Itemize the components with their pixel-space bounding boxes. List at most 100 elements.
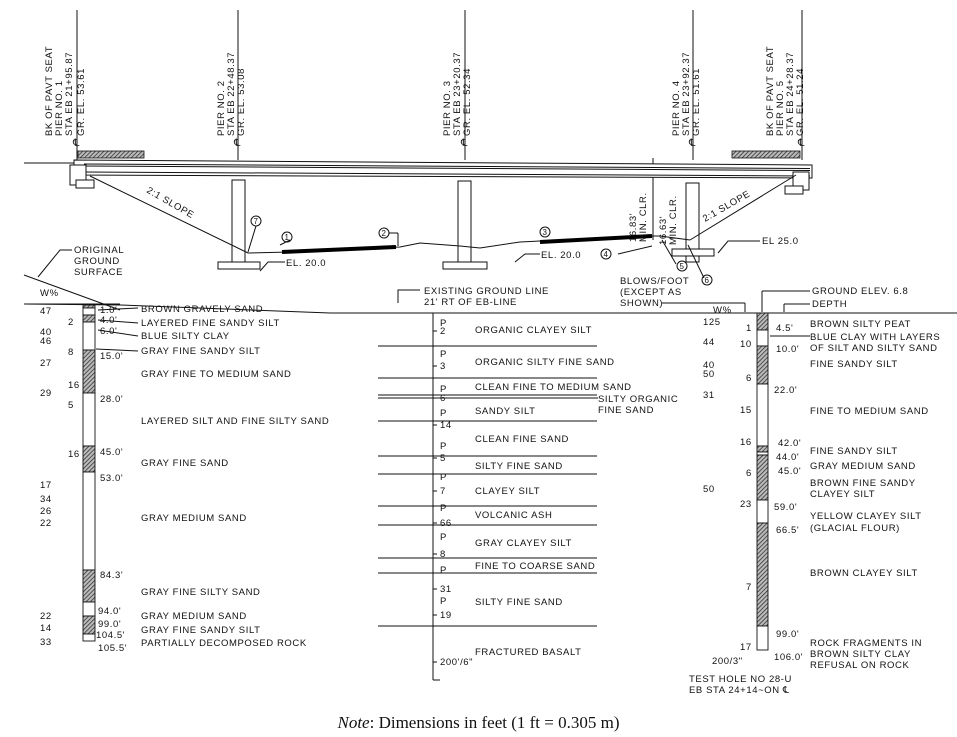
elevation-label: EL. 20.0 (286, 258, 326, 269)
w-percent-value: 17 (40, 480, 52, 491)
blow-count: 200'/6" (440, 657, 473, 668)
soil-description: GRAY MEDIUM SAND (141, 611, 247, 622)
soil-layer-plain (82, 633, 96, 642)
depth-label: 53.0' (100, 473, 123, 484)
centerline-symbol: ℄ (233, 138, 241, 149)
soil-layer-plain (756, 499, 769, 524)
soil-description: CLAYEY SILT (475, 486, 540, 497)
blows-per-foot-label: SHOWN) (620, 298, 663, 309)
soil-layer-hatched (756, 454, 769, 501)
clearance-label: 16.83' (628, 213, 639, 242)
sample-marker: P (440, 472, 447, 483)
leader (95, 348, 139, 352)
pier-label: STA EB 23+92.37 (681, 52, 692, 136)
sample-marker: P (440, 384, 447, 395)
soil-layer-plain (756, 451, 769, 456)
centerline-symbol: ℄ (797, 138, 805, 149)
pier-label: STA EB 24+28.37 (785, 52, 796, 136)
pier-label: PIER NO. 2 (216, 80, 227, 136)
blow-count: 6 (440, 393, 446, 404)
depth-label: 59.0' (774, 502, 797, 513)
blow-count: 16 (740, 437, 752, 448)
original-ground-label: ORIGINAL (74, 245, 124, 256)
w-percent-value: 40 (703, 360, 715, 371)
soil-layer-hatched (82, 569, 96, 603)
soil-description: ROCK FRAGMENTS IN (810, 638, 922, 649)
soil-description: FINE TO MEDIUM SAND (810, 406, 929, 417)
pier-label: STA EB 21+95.87 (64, 52, 75, 136)
sample-marker: P (440, 503, 447, 514)
w-percent-value: 22 (40, 518, 52, 529)
soil-description: (GLACIAL FLOUR) (810, 523, 900, 534)
soil-layer-plain (82, 392, 96, 447)
soil-description: ORGANIC SILTY FINE SAND (475, 357, 615, 368)
w-percent-value: 47 (40, 306, 52, 317)
blows-per-foot-label: BLOWS/FOOT (620, 276, 689, 287)
blow-count: 2 (440, 326, 446, 337)
w-percent-value: 44 (703, 337, 715, 348)
soil-description: SILTY FINE SAND (475, 461, 563, 472)
callout-circle (250, 215, 262, 227)
w-percent-value: 125 (703, 317, 721, 328)
soil-description: REFUSAL ON ROCK (810, 660, 910, 671)
pier-label: BK OF PAVT SEAT (765, 46, 776, 136)
caption-text: : Dimensions in feet (1 ft = 0.305 m) (369, 713, 620, 732)
depth-label: 105.5' (98, 643, 127, 654)
pier-label: BK OF PAVT SEAT (44, 46, 55, 136)
pier-label: GR. EL. 51.24 (795, 68, 806, 136)
blow-count: 3 (440, 361, 446, 372)
soil-layer-plain (82, 601, 96, 617)
depth-label: 15.0' (100, 351, 123, 362)
soil-description: YELLOW CLAYEY SILT (810, 511, 922, 522)
soil-layer-plain (756, 383, 769, 447)
soil-description: GRAY MEDIUM SAND (141, 513, 247, 524)
soil-description: GRAY FINE SILTY SAND (141, 587, 261, 598)
soil-description: GRAY CLAYEY SILT (475, 538, 572, 549)
elevation-label: EL. 20.0 (541, 250, 581, 261)
soil-layer-plain (82, 321, 96, 351)
blow-count: 6 (746, 468, 752, 479)
soil-description: SANDY SILT (475, 406, 536, 417)
soil-description: FINE SAND (598, 405, 654, 416)
depth-label: 84.3' (100, 570, 123, 581)
leader (97, 329, 139, 337)
callout-number: 2 (381, 229, 386, 238)
pier-label: PIER NO. 1 (54, 80, 65, 136)
ground-elevation-label: GROUND ELEV. 6.8 (812, 286, 908, 297)
pier-label: GR. EL. 53.08 (236, 68, 247, 136)
pier-label: PIER NO. 5 (775, 80, 786, 136)
w-percent-value: 14 (40, 623, 52, 634)
pier-label: STA EB 23+20.37 (452, 52, 463, 136)
w-percent-value: 31 (703, 390, 715, 401)
soil-layer-hatched (82, 349, 96, 394)
blow-count: 23 (740, 499, 752, 510)
w-percent-value: 50 (703, 369, 715, 380)
blow-count: 19 (440, 610, 452, 621)
depth-label: 1.0' (100, 305, 117, 316)
caption-note: Note (337, 713, 370, 732)
soil-description: CLEAN FINE TO MEDIUM SAND (475, 382, 632, 393)
centerline-symbol: ℄ (72, 138, 80, 149)
existing-ground-label: EXISTING GROUND LINE (424, 286, 549, 297)
original-ground-label: GROUND (74, 256, 120, 267)
blow-count: 10 (740, 339, 752, 350)
blow-count: 5 (440, 453, 446, 464)
w-percent-value: 16 (68, 449, 80, 460)
soil-description: BROWN GRAVELY SAND (141, 304, 263, 315)
depth-label: 42.0' (778, 438, 801, 449)
sample-marker: P (440, 596, 447, 607)
depth-label: 104.5' (96, 630, 125, 641)
soil-description: SILTY ORGANIC (598, 394, 678, 405)
soil-layer-plain (756, 329, 769, 347)
soil-description: BLUE SILTY CLAY (141, 331, 230, 342)
callout-circle (701, 274, 713, 286)
w-percent-value: 27 (40, 358, 52, 369)
depth-label: 106.0' (774, 652, 803, 663)
soil-description: BROWN SILTY PEAT (810, 319, 911, 330)
w-percent-header: W% (713, 305, 732, 316)
pier-label: GR. EL. 52.34 (462, 68, 473, 136)
soil-layer-hatched (82, 445, 96, 473)
soil-description: GRAY FINE TO MEDIUM SAND (141, 369, 291, 380)
depth-label: 45.0' (100, 447, 123, 458)
elevation-label: EL 25.0 (762, 236, 799, 247)
